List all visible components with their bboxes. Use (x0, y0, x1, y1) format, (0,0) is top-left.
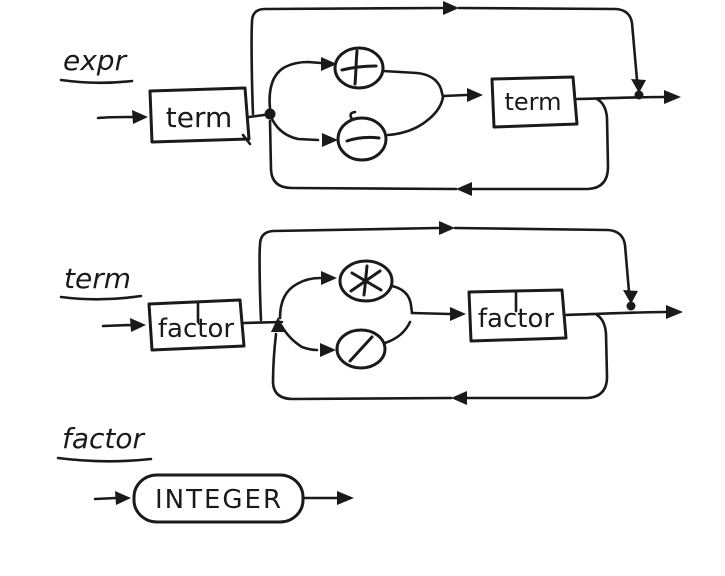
loop-rail-right (465, 313, 609, 400)
exit-arrowhead (666, 305, 683, 319)
rule-name-factor: factor (62, 422, 146, 455)
node-box-outline (148, 86, 251, 144)
bypass-merge-dot (626, 301, 636, 311)
entry-arrowhead (115, 491, 131, 505)
divide-exit-line (383, 320, 412, 345)
minus-stroke (345, 135, 381, 143)
exit-arrowhead (337, 491, 354, 505)
exit-arrowhead (664, 90, 681, 104)
diagram-factor: factor INTEGER (56, 422, 354, 524)
rule-name-underline (56, 456, 153, 463)
connector-line (247, 113, 266, 119)
bypass-rail-left (250, 6, 444, 116)
divide-operator-icon (335, 328, 387, 370)
node-box-factor-first: factor (147, 298, 246, 352)
asterisk-stroke-3 (349, 269, 382, 293)
node-box-label: factor (478, 304, 554, 334)
rule-name-underline (59, 78, 134, 85)
node-box-outline (467, 288, 568, 343)
divide-branch-line (279, 323, 319, 352)
node-box-outline (490, 75, 579, 129)
operator-circle (338, 259, 394, 303)
pen-overshoot (241, 133, 252, 146)
divide-branch-arrowhead (320, 343, 336, 357)
loop-rail-left (268, 119, 458, 191)
entry-line (101, 323, 133, 328)
bypass-arrowhead (439, 221, 455, 235)
node-box-outline (147, 298, 246, 352)
entry-line (96, 115, 135, 120)
node-box-term-first: term (148, 86, 252, 146)
operator-circle (333, 46, 385, 90)
bypass-rail-right (457, 6, 639, 82)
merge-arrowhead (467, 88, 483, 102)
rule-name-underline (59, 294, 143, 301)
loop-arrowhead (456, 182, 472, 196)
terminal-node-integer: INTEGER (132, 473, 305, 524)
minus-operator-icon (336, 110, 388, 162)
multiply-operator-icon (338, 259, 394, 303)
minus-exit-line (386, 95, 445, 137)
plus-exit-line (381, 69, 445, 99)
operator-circle (335, 328, 387, 370)
pen-hook (349, 110, 357, 121)
entry-arrowhead (132, 110, 148, 124)
minus-branch-arrowhead (322, 133, 338, 147)
plus-branch-arrowhead (321, 57, 337, 71)
entry-arrowhead (130, 318, 146, 332)
node-box-factor-second: factor (467, 288, 568, 343)
exit-line (564, 310, 668, 317)
plus-horizontal-stroke (340, 64, 378, 72)
node-box-term-second: term (490, 75, 579, 129)
junction-dot (264, 108, 276, 120)
merge-arrowhead (450, 307, 466, 321)
loop-arrowhead (451, 391, 467, 405)
minus-branch-line (270, 117, 320, 142)
plus-branch-line (268, 60, 323, 111)
loop-rail-right (470, 97, 610, 191)
bypass-arrowhead (443, 1, 459, 15)
bypass-rail-right (453, 226, 631, 294)
node-box-label: term (166, 101, 233, 134)
diagram-expr: expr term (59, 1, 681, 196)
exit-line (575, 95, 666, 101)
loop-rail-left (271, 332, 453, 401)
merge-line (441, 93, 468, 98)
terminal-label: INTEGER (155, 485, 283, 515)
rule-name-term: term (64, 262, 131, 295)
node-box-label: term (505, 88, 562, 116)
slash-stroke (348, 335, 374, 363)
diagram-term: term factor (59, 221, 683, 405)
multiply-branch-line (278, 276, 322, 320)
plus-operator-icon (333, 46, 385, 90)
multiply-exit-line (390, 284, 414, 315)
bypass-merge-arrowhead (631, 79, 646, 93)
bypass-rail-left (258, 226, 440, 322)
rule-name-expr: expr (63, 44, 128, 77)
operator-circle (336, 116, 388, 162)
multiply-branch-arrowhead (321, 271, 337, 285)
merge-line (410, 311, 452, 316)
entry-line (93, 496, 118, 501)
bypass-merge-arrowhead (623, 290, 638, 304)
node-box-label: factor (158, 314, 234, 344)
